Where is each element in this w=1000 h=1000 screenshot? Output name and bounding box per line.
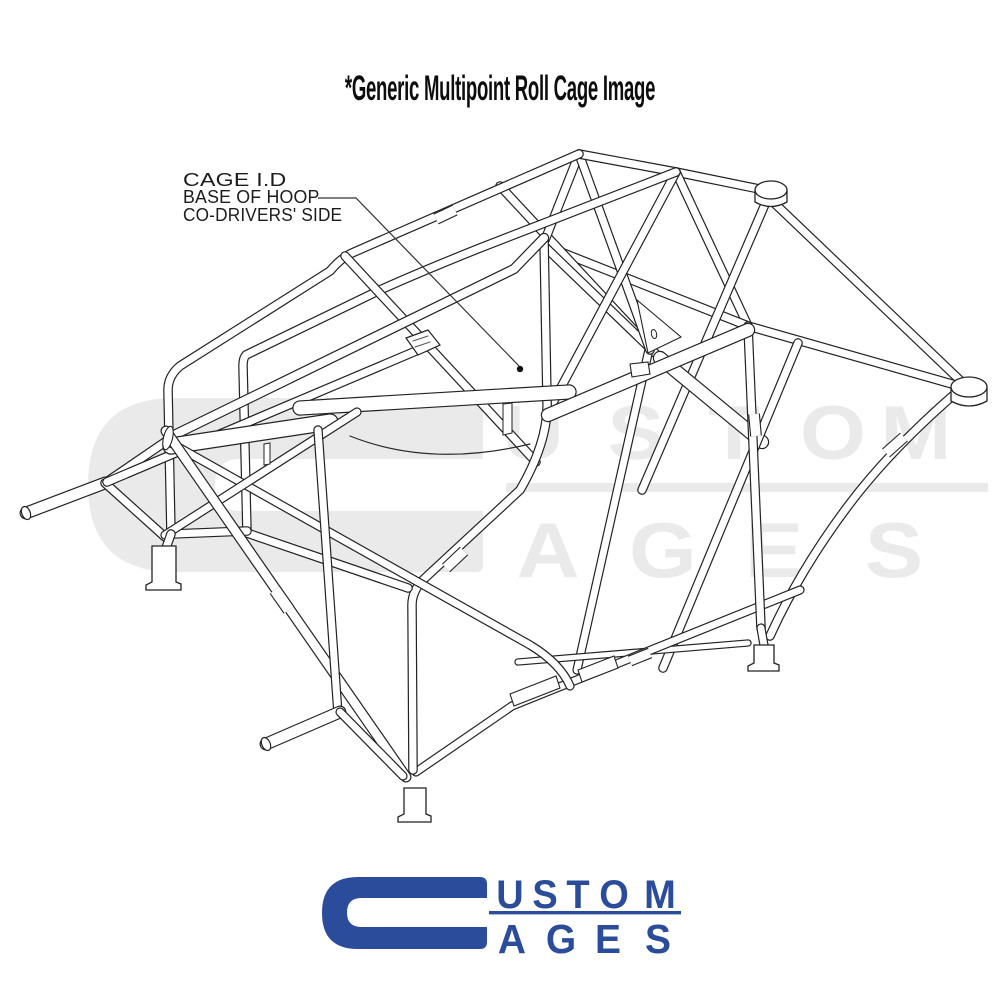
svg-text:O: O bbox=[800, 391, 866, 476]
svg-text:M: M bbox=[644, 873, 676, 917]
svg-text:S: S bbox=[645, 917, 671, 962]
svg-text:A: A bbox=[498, 917, 526, 962]
svg-text:U: U bbox=[496, 873, 523, 917]
svg-text:S: S bbox=[865, 506, 923, 594]
svg-text:A: A bbox=[516, 506, 579, 594]
svg-text:O: O bbox=[599, 873, 629, 917]
svg-text:G: G bbox=[546, 917, 576, 962]
svg-text:S: S bbox=[532, 873, 557, 917]
svg-text:T: T bbox=[566, 873, 589, 917]
svg-text:E: E bbox=[595, 917, 621, 962]
svg-text:G: G bbox=[629, 506, 697, 594]
